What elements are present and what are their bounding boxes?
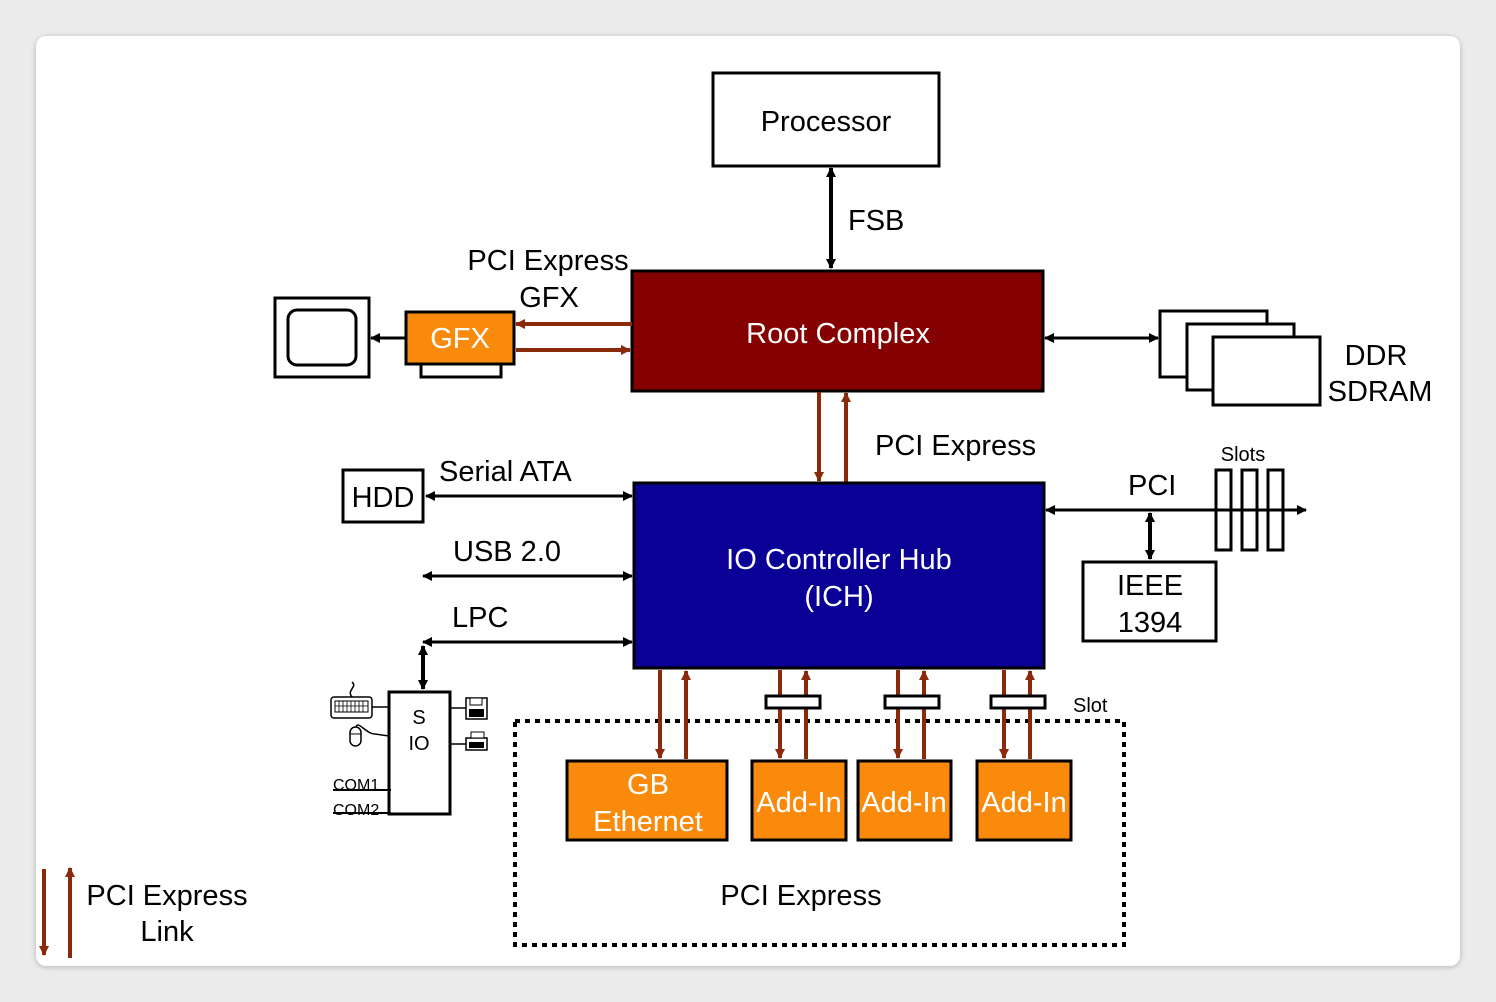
ddr-label-line2: SDRAM (1328, 376, 1433, 408)
ddr-label-line1: DDR (1345, 340, 1408, 372)
gb-ethernet-box: GB Ethernet (565, 759, 729, 842)
mouse-icon (349, 724, 390, 747)
gb-label-line1: GB (627, 769, 669, 801)
pcie-slot-area (513, 719, 1126, 947)
pcie-gfx-label-line1: PCI Express (467, 245, 628, 277)
lpc-label: LPC (452, 602, 508, 634)
ieee-label-line2: 1394 (1118, 607, 1183, 639)
addin-label: Add-In (861, 787, 946, 819)
processor-label: Processor (761, 106, 892, 138)
super-io-box: S IO (387, 690, 452, 816)
slot-label: Slot (1073, 695, 1108, 717)
addin-card-3: Add-In (975, 759, 1073, 842)
pci-label: PCI (1128, 470, 1176, 502)
com1-label: COM1 (333, 777, 379, 794)
ddr-sdram-modules (1158, 309, 1322, 407)
keyboard-icon (330, 681, 389, 719)
ich-label-line2: (ICH) (804, 581, 873, 613)
pcie-gfx-label-line2: GFX (519, 282, 579, 314)
addin-label: Add-In (981, 787, 1066, 819)
fsb-label: FSB (848, 205, 904, 237)
sio-label-line1: S (412, 707, 425, 729)
ieee-label-line1: IEEE (1117, 570, 1183, 602)
addin-card-2: Add-In (856, 759, 953, 842)
addin-card-1: Add-In (750, 759, 848, 842)
gb-label-line2: Ethernet (593, 806, 703, 838)
monitor-icon (273, 296, 371, 379)
hdd-box: HDD (341, 468, 425, 524)
ieee1394-box: IEEE 1394 (1081, 560, 1218, 643)
addin3-slot-connector (989, 694, 1047, 710)
ich-box: IO Controller Hub (ICH) (632, 481, 1046, 670)
root-complex-label: Root Complex (746, 318, 930, 350)
com2-label: COM2 (333, 802, 379, 819)
serial-ata-label: Serial ATA (439, 456, 572, 488)
sio-label-line2: IO (408, 733, 429, 755)
root-complex-box: Root Complex (630, 269, 1045, 393)
pci-slots (1210, 468, 1300, 552)
legend-label-line2: Link (140, 916, 194, 948)
pcie-mid-label: PCI Express (875, 430, 1036, 462)
slots-label: Slots (1221, 444, 1265, 466)
hdd-label: HDD (352, 482, 415, 514)
addin1-slot-connector (764, 694, 822, 710)
legend-label-line1: PCI Express (86, 880, 247, 912)
usb-label: USB 2.0 (453, 536, 561, 568)
ich-label-line1: IO Controller Hub (726, 544, 952, 576)
addin-label: Add-In (756, 787, 841, 819)
addin2-slot-connector (883, 694, 941, 710)
printer-icon (450, 731, 488, 751)
floppy-icon (450, 697, 488, 720)
pcie-bottom-label: PCI Express (720, 880, 881, 912)
processor-box: Processor (711, 71, 941, 168)
gfx-card: GFX (404, 310, 516, 379)
gfx-label: GFX (430, 323, 490, 355)
